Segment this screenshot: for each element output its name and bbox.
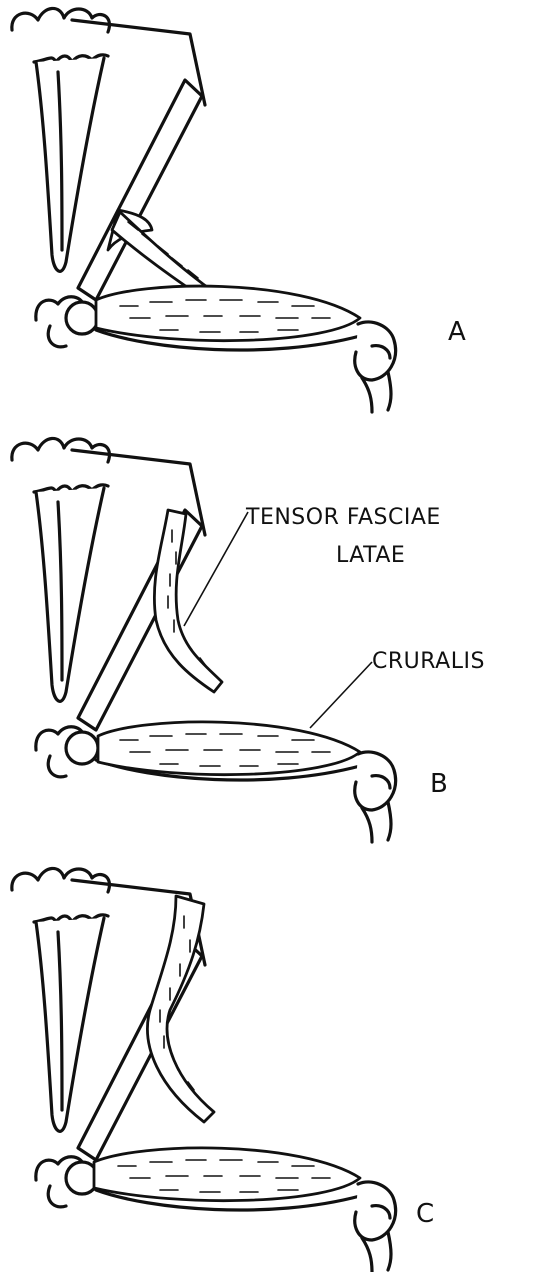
panel-c: C bbox=[12, 868, 434, 1272]
cruralis-leader bbox=[310, 662, 372, 728]
panel-b-cruralis bbox=[98, 722, 360, 775]
label-tensor-fasciae-latae-line1: TENSOR FASCIAE bbox=[245, 505, 441, 530]
panel-c-letter: C bbox=[416, 1199, 434, 1229]
panel-a-cruralis bbox=[96, 286, 360, 341]
panel-b-letter: B bbox=[430, 769, 448, 799]
panel-b: B bbox=[12, 438, 448, 842]
panel-c-cruralis bbox=[94, 1148, 360, 1201]
panel-a: A bbox=[12, 8, 466, 412]
panel-c-tensor-fasciae-latae bbox=[147, 896, 214, 1122]
label-tensor-fasciae-latae-line2: LATAE bbox=[336, 543, 405, 568]
panel-a-letter: A bbox=[448, 317, 466, 347]
label-cruralis: CRURALIS bbox=[372, 649, 485, 674]
